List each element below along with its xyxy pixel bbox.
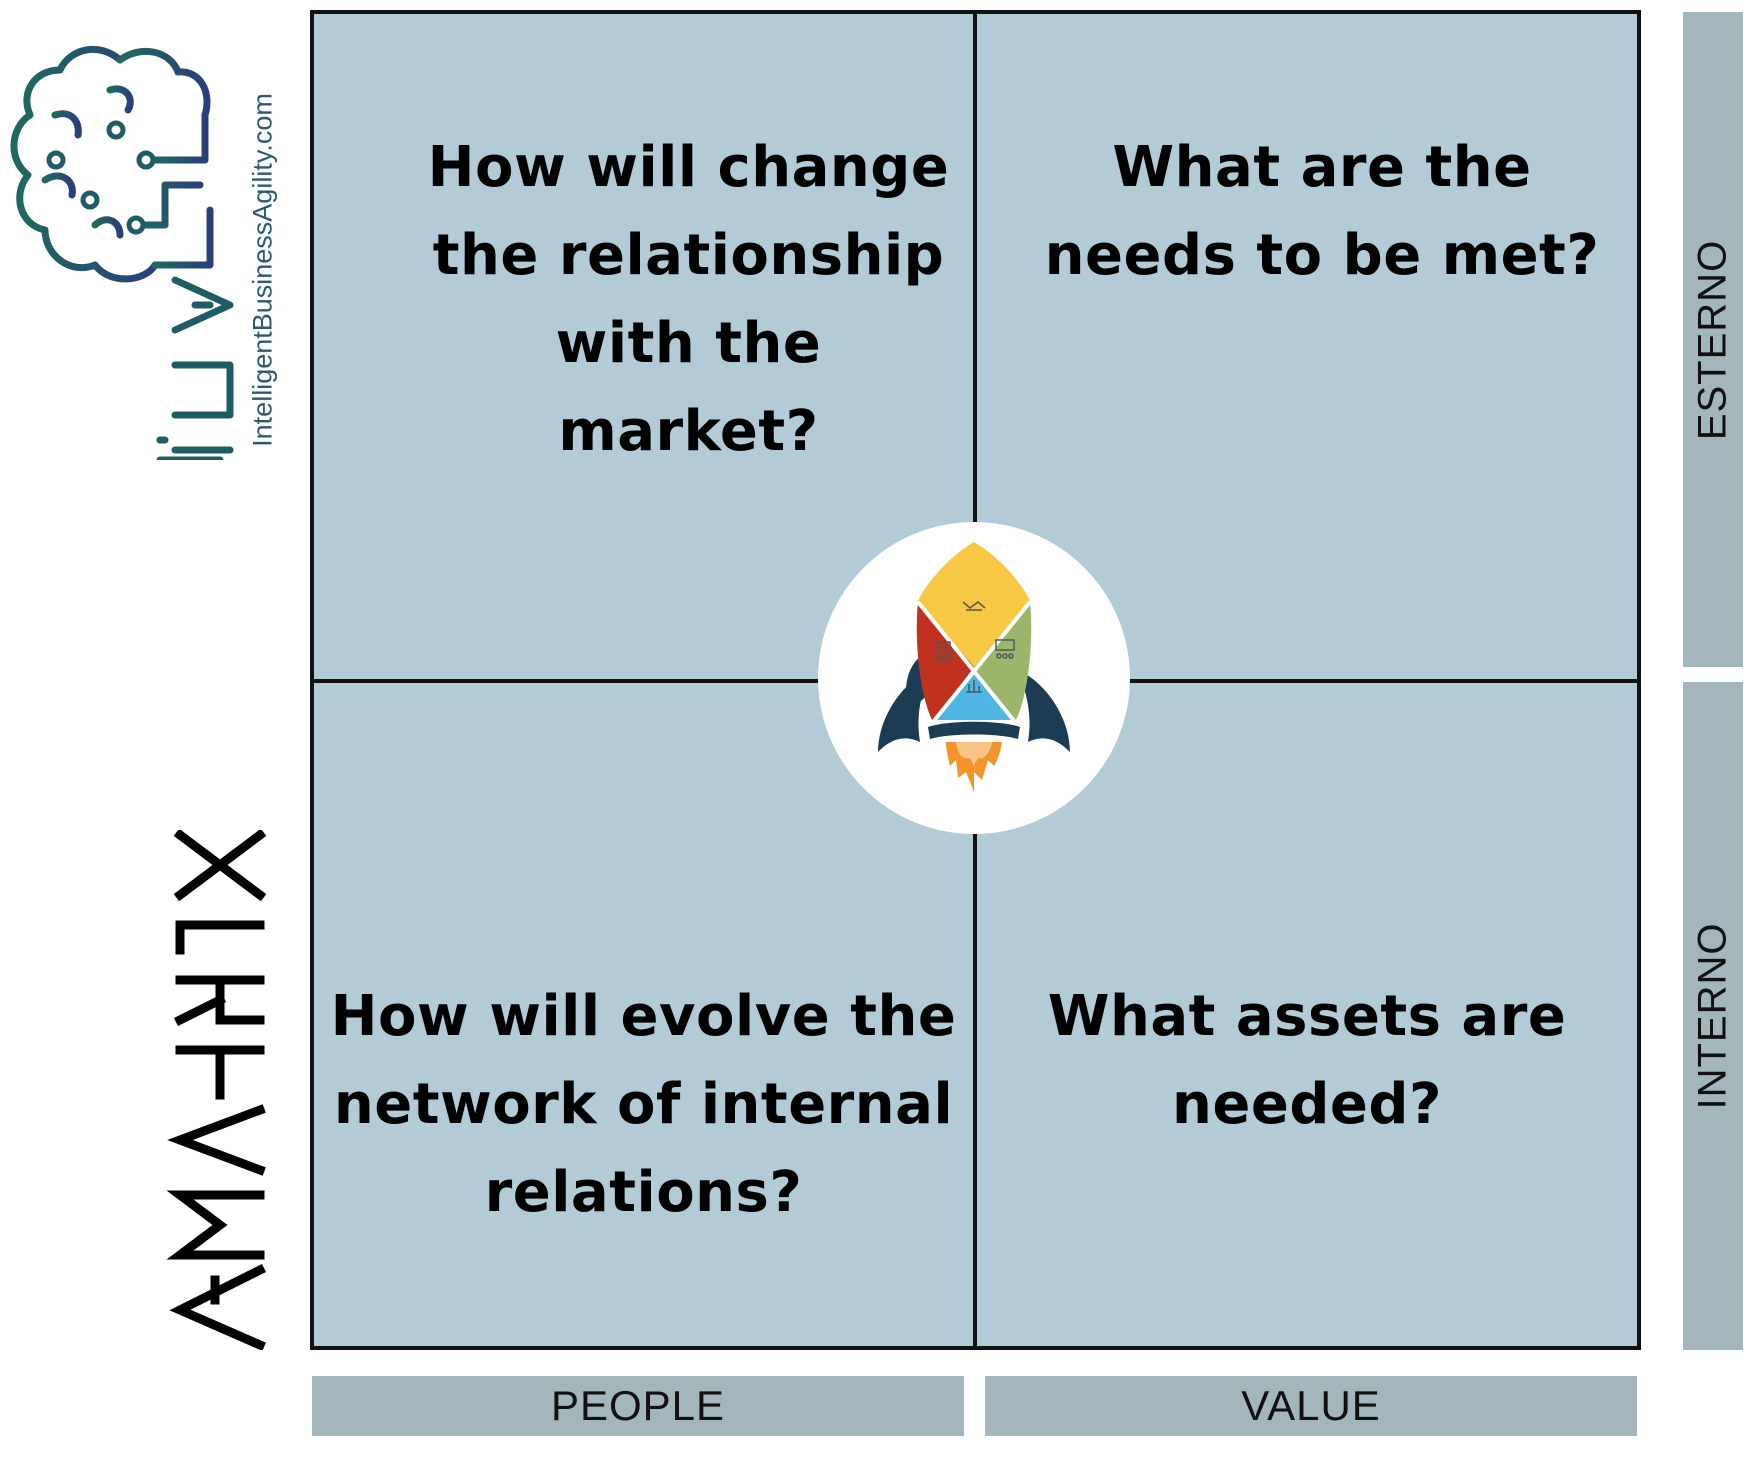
row-label-interno-text: INTERNO: [1690, 922, 1735, 1110]
row-label-esterno-text: ESTERNO: [1690, 239, 1735, 440]
bar-chart-icon: [966, 680, 982, 693]
quadrant-bottom-right: What assets are needed?: [975, 681, 1637, 1346]
brain-circuit-logo-icon: [0, 20, 290, 464]
rocket-icon: [878, 542, 1070, 792]
column-label-people: PEOPLE: [312, 1376, 964, 1436]
column-label-value: VALUE: [985, 1376, 1637, 1436]
quadrant-top-right-question: What are the needs to be met?: [1044, 135, 1600, 288]
quadrant-bottom-left: How will evolve the network of internal …: [314, 681, 975, 1346]
quadrant-bottom-right-question: What assets are needed?: [1047, 984, 1567, 1137]
handshake-icon: [962, 601, 986, 611]
quadrant-top-left-question: How will change the relationship with th…: [427, 135, 950, 464]
site-url: IntelligentBusinessAgility.com: [247, 93, 278, 447]
rocket-badge: [818, 522, 1130, 834]
checklist-icon: [935, 641, 951, 661]
quadrant-bottom-left-question: How will evolve the network of internal …: [330, 984, 957, 1225]
quadrant-top-left: How will change the relationship with th…: [314, 14, 975, 681]
row-label-interno: INTERNO: [1683, 682, 1743, 1350]
amatrix-wordmark: [160, 828, 280, 1351]
quadrant-top-right: What are the needs to be met?: [975, 14, 1637, 681]
row-label-esterno: ESTERNO: [1683, 12, 1743, 667]
presentation-icon: [995, 639, 1015, 659]
matrix-grid: How will change the relationship with th…: [310, 10, 1641, 1350]
